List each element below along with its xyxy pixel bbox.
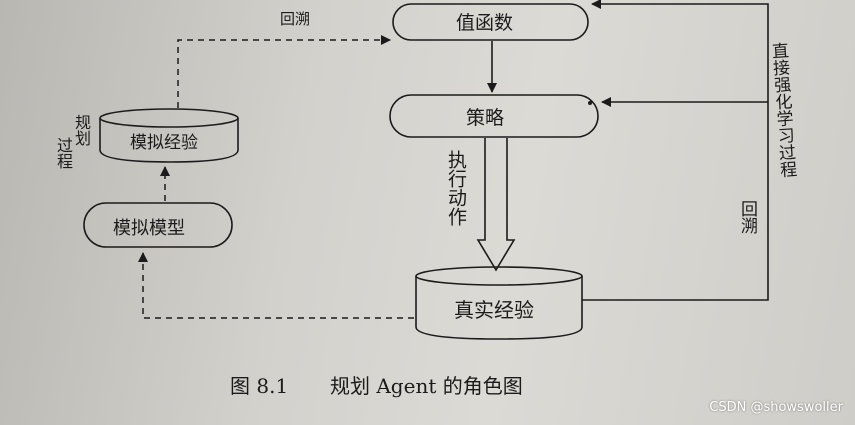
model-learning-dashed [138,252,414,319]
planning-label-col1: 规划 [72,114,91,146]
planning-label-col2: 过程 [54,137,73,169]
value-function-box [392,3,589,41]
backup-top-label: 回溯 [280,10,311,28]
policy-label: 策略 [466,107,505,129]
ink-dot [588,101,592,105]
value-function-label: 值函数 [456,12,514,34]
simulated-experience-cylinder [99,108,239,163]
csdn-watermark: CSDN @showswoller [709,400,843,415]
policy-box [389,94,599,138]
backup-right-label: 回溯 [737,200,757,234]
figure-caption-text: 规划 Agent 的角色图 [330,374,523,398]
figure-caption-number: 图 8.1 [230,374,289,398]
real-experience-label: 真实经验 [454,298,534,322]
simulated-model-label: 模拟模型 [113,218,185,239]
acting-label: 执行动作 [445,150,467,226]
acting-arrow [476,138,516,272]
backup-dashed [177,35,391,108]
simulated-model-box [83,202,233,248]
simulated-experience-label: 模拟经验 [130,133,198,153]
direct-rl-loop [582,0,769,301]
real-experience-cylinder [415,266,583,340]
